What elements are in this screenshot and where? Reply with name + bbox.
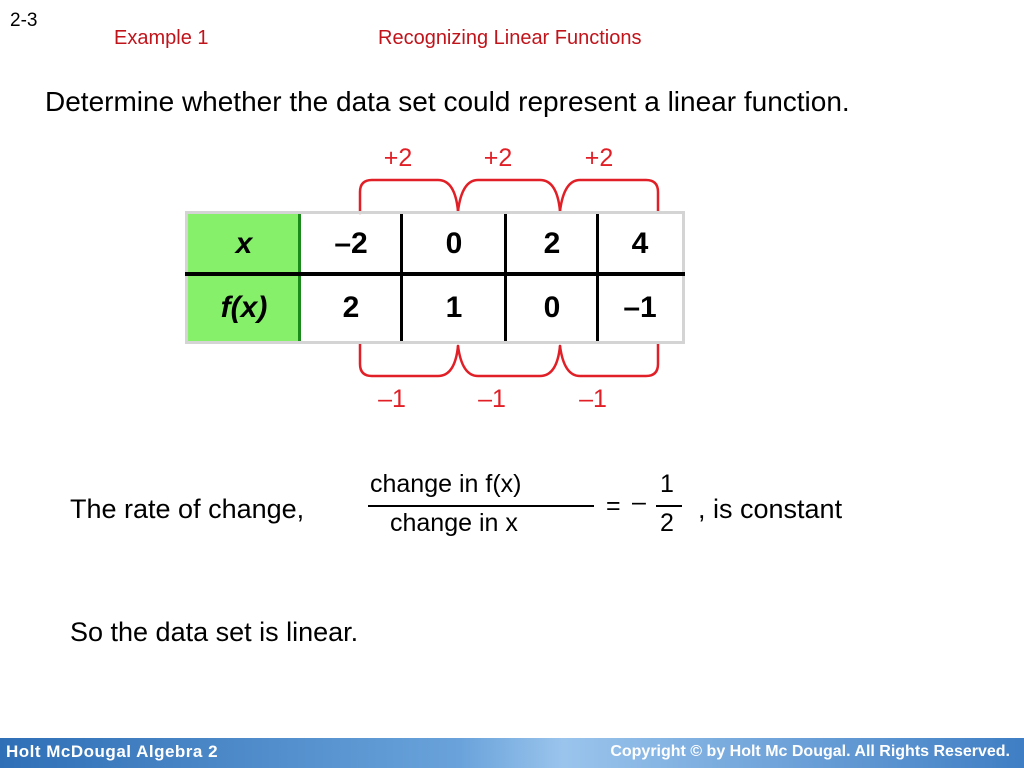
table-cell: –2: [334, 227, 368, 260]
table-cell: 2: [543, 227, 561, 260]
bottom-bracket: [558, 342, 660, 378]
table-cell: 4: [631, 227, 649, 260]
top-bracket: [456, 178, 562, 213]
row-divider: [185, 272, 685, 276]
fx-header-cell: f(x): [188, 274, 300, 341]
fraction-bar: [368, 505, 594, 507]
footer-publisher: Holt McDougal Algebra 2: [6, 742, 219, 761]
question-text: Determine whether the data set could rep…: [45, 86, 850, 117]
footer-bar: Holt McDougal Algebra 2 Copyright © by H…: [0, 738, 1024, 768]
table-cell: 0: [445, 227, 463, 260]
value-denominator: 2: [660, 509, 674, 537]
x-difference-label: +2: [483, 144, 513, 172]
minus-sign: –: [632, 488, 646, 516]
data-table: x f(x) –2 0 2 4 2 1 0 –1: [185, 211, 685, 344]
column-divider: [400, 214, 403, 341]
table-cell: 2: [342, 290, 360, 324]
equals-sign: =: [606, 492, 621, 520]
fx-difference-label: –1: [378, 385, 406, 413]
table-cell: 1: [445, 290, 463, 324]
bottom-bracket: [358, 342, 460, 378]
fx-difference-label: –1: [478, 385, 506, 413]
section-title: Recognizing Linear Functions: [378, 27, 642, 49]
rate-tail-text: , is constant: [698, 494, 843, 524]
footer-copyright: Copyright © by Holt Mc Dougal. All Right…: [610, 743, 1010, 760]
top-bracket: [358, 178, 460, 215]
column-divider: [596, 214, 599, 341]
slide-number: 2-3: [10, 10, 38, 31]
x-header-cell: x: [188, 214, 300, 274]
fraction-numerator: change in f(x): [370, 470, 522, 498]
x-difference-label: +2: [383, 144, 413, 172]
rate-lead-text: The rate of change,: [70, 494, 305, 524]
column-divider: [504, 214, 507, 341]
bottom-bracket: [456, 344, 562, 378]
value-numerator: 1: [660, 470, 674, 498]
table-cell: –1: [623, 290, 657, 324]
x-difference-label: +2: [584, 144, 614, 172]
header-divider: [298, 214, 301, 341]
example-label: Example 1: [114, 27, 209, 49]
fx-difference-label: –1: [579, 385, 607, 413]
top-bracket: [558, 178, 660, 213]
fraction-denominator: change in x: [390, 509, 518, 537]
value-fraction-bar: [656, 505, 682, 507]
conclusion-text: So the data set is linear.: [70, 617, 359, 647]
table-cell: 0: [543, 290, 561, 324]
